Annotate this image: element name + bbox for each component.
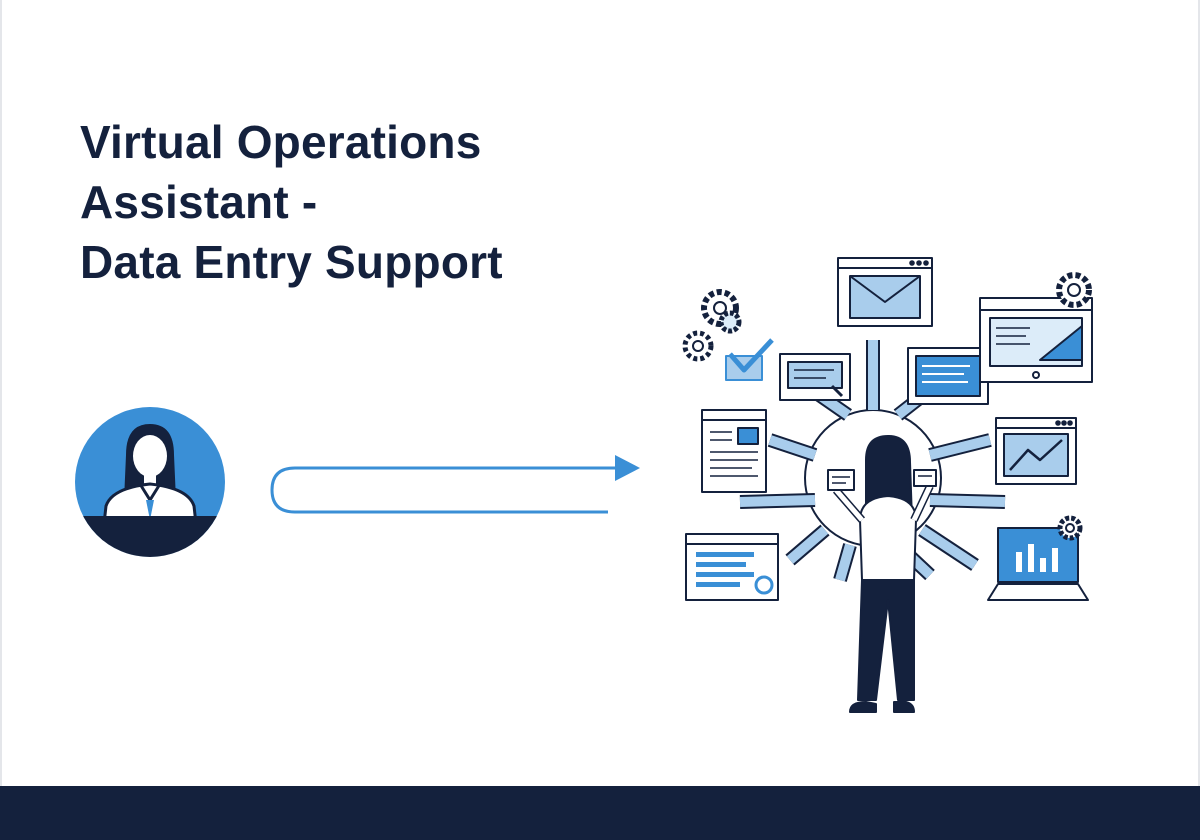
multitasking-operator-illustration [682, 257, 1093, 713]
operator-person [827, 435, 937, 713]
assistant-avatar-icon [75, 407, 225, 557]
page-title: Virtual Operations Assistant - Data Entr… [80, 112, 640, 292]
scene-illustration [75, 257, 1093, 713]
gear-icon [682, 289, 742, 362]
gear-icon [1057, 515, 1083, 541]
page-frame [0, 0, 1200, 786]
footer-bar [0, 786, 1200, 840]
form-window-icon [685, 533, 779, 601]
gear-icon [1056, 272, 1092, 308]
flow-arrow-icon [270, 455, 640, 514]
title-line-1: Virtual Operations [80, 116, 482, 168]
monitor-icon [907, 347, 989, 405]
document-icon [701, 409, 767, 493]
line-chart-window-icon [995, 417, 1077, 485]
bar-chart-laptop-icon [987, 527, 1089, 601]
title-line-3: Data Entry Support [80, 236, 503, 288]
title-line-2: Assistant - [80, 176, 318, 228]
email-window-icon [837, 257, 933, 327]
info-card-icon [779, 353, 851, 401]
line-chart-window-icon [979, 297, 1093, 383]
checkmark-icon [725, 338, 774, 381]
